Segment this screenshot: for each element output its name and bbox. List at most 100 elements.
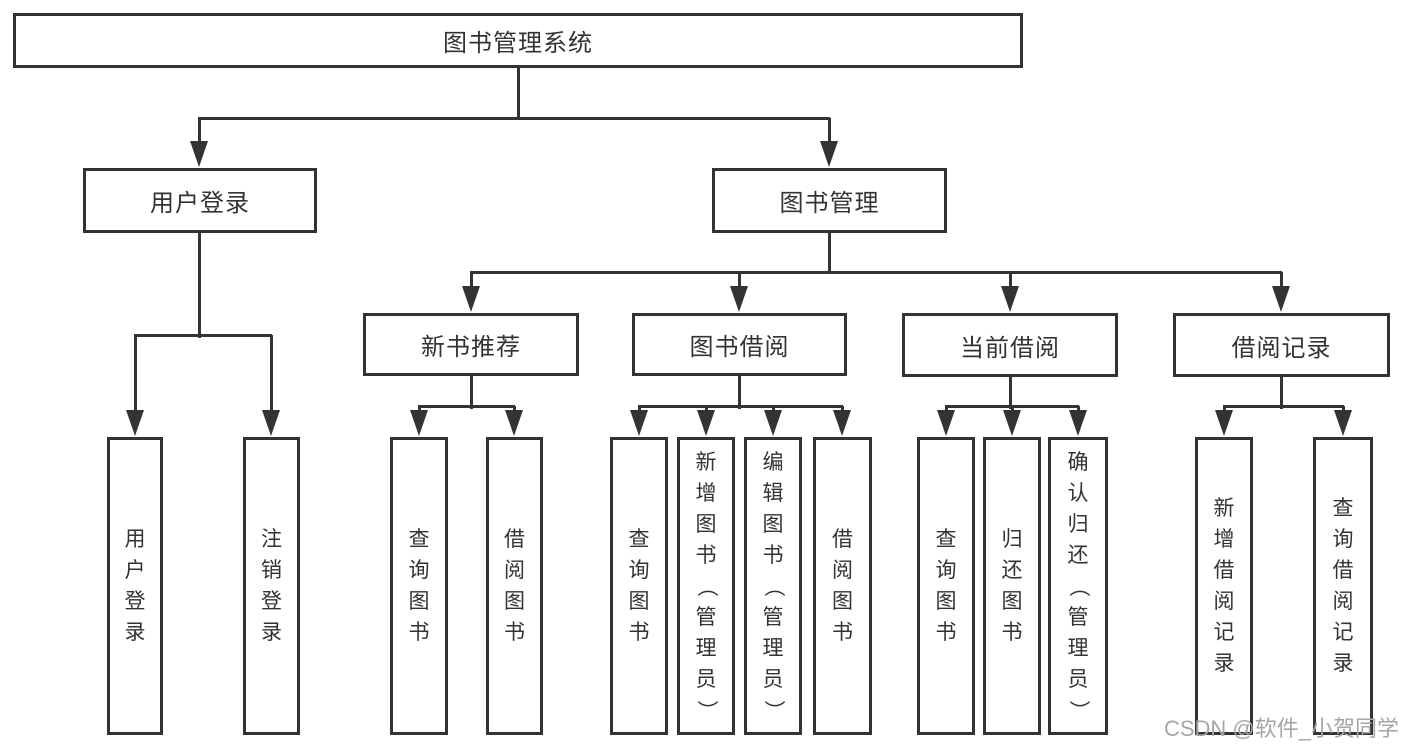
connector-line xyxy=(828,233,831,274)
arrow-down-icon xyxy=(764,410,782,436)
connector-line xyxy=(828,118,831,146)
label-char: 注 xyxy=(261,528,282,551)
node-label: 编辑图书（管理员） xyxy=(762,447,785,726)
arrow-down-icon xyxy=(697,410,715,436)
connector-line xyxy=(1280,376,1283,409)
connector-line xyxy=(134,334,272,337)
node-rec-query: 查询图书 xyxy=(390,437,448,735)
connector-line xyxy=(134,335,137,416)
node-label: 查询图书 xyxy=(629,524,650,648)
label-char: 理 xyxy=(762,636,784,660)
arrow-down-icon xyxy=(1069,410,1087,436)
label-char: 用 xyxy=(124,528,146,551)
label-char: 理 xyxy=(695,636,717,660)
arrow-down-icon xyxy=(190,141,208,167)
label-char: 编 xyxy=(762,450,784,474)
node-label: 用户登录 xyxy=(125,524,146,648)
label-char: 还 xyxy=(1067,543,1089,567)
arrow-down-icon xyxy=(1001,286,1019,312)
label-char: 录 xyxy=(124,621,146,644)
label-char: 还 xyxy=(1001,559,1023,582)
label-char: 查 xyxy=(1332,497,1354,520)
watermark-text: CSDN @软件_小贺同学 xyxy=(1163,716,1399,741)
label-char: 记 xyxy=(1332,621,1354,644)
node-label: 查询借阅记录 xyxy=(1333,493,1354,679)
arrow-down-icon xyxy=(1334,410,1352,436)
label-char: 询 xyxy=(1332,528,1354,551)
label-char: 阅 xyxy=(1213,590,1235,613)
arrow-down-icon xyxy=(820,141,838,167)
node-label: 用户登录 xyxy=(150,190,250,217)
label-char: 阅 xyxy=(832,559,853,582)
label-char: 借 xyxy=(1213,559,1235,582)
label-char: 图 xyxy=(695,512,717,536)
label-char: 记 xyxy=(1213,621,1235,644)
label-char: 管 xyxy=(695,605,717,629)
label-char: 增 xyxy=(1213,528,1235,551)
label-char: 图 xyxy=(408,590,430,613)
node-label: 归还图书 xyxy=(1002,524,1023,648)
label-char: 书 xyxy=(832,621,853,644)
node-bor-borrow: 借阅图书 xyxy=(813,437,872,735)
label-char: 新 xyxy=(1213,497,1235,520)
arrow-down-icon xyxy=(730,286,748,312)
node-current: 当前借阅 xyxy=(902,313,1118,377)
connector-line xyxy=(198,233,201,338)
connector-line xyxy=(1223,405,1344,408)
connector-line xyxy=(470,271,1282,274)
connector-line xyxy=(418,405,515,408)
label-char: 书 xyxy=(504,621,525,644)
label-char: ） xyxy=(694,699,718,721)
connector-line xyxy=(945,405,1079,408)
label-char: 询 xyxy=(628,559,650,582)
label-char: 查 xyxy=(408,528,430,551)
node-label: 注销登录 xyxy=(261,524,282,648)
node-label: 新增借阅记录 xyxy=(1214,493,1235,679)
node-label: 新增图书（管理员） xyxy=(695,447,718,726)
label-char: 录 xyxy=(261,621,282,644)
arrow-down-icon xyxy=(126,410,144,436)
node-cur-return: 归还图书 xyxy=(983,437,1041,735)
arrow-down-icon xyxy=(1215,410,1233,436)
label-char: 书 xyxy=(935,621,957,644)
label-char: 书 xyxy=(762,543,784,567)
connector-line xyxy=(470,272,473,292)
label-char: 员 xyxy=(695,667,717,691)
connector-line xyxy=(738,272,741,292)
label-char: 借 xyxy=(1332,559,1354,582)
node-label: 借阅图书 xyxy=(504,524,525,648)
label-char: 借 xyxy=(832,528,853,551)
node-login: 用户登录 xyxy=(83,168,317,233)
connector-line xyxy=(198,117,830,120)
node-label: 新书推荐 xyxy=(421,334,521,361)
label-char: 管 xyxy=(1067,605,1089,629)
node-record-query: 查询借阅记录 xyxy=(1313,437,1373,735)
node-label: 确认归还（管理员） xyxy=(1067,447,1090,726)
node-record: 借阅记录 xyxy=(1173,313,1390,377)
connector-line xyxy=(1009,272,1012,292)
node-borrow: 图书借阅 xyxy=(632,313,847,376)
connector-line xyxy=(270,335,273,416)
label-char: 确 xyxy=(1067,450,1089,474)
node-label: 查询图书 xyxy=(936,524,957,648)
label-char: 书 xyxy=(695,543,717,567)
node-cur-confirm: 确认归还（管理员） xyxy=(1048,437,1108,735)
label-char: 员 xyxy=(762,667,784,691)
node-label: 查询图书 xyxy=(409,524,430,648)
connector-line xyxy=(470,376,473,409)
node-user-login: 用户登录 xyxy=(107,437,163,735)
label-char: 书 xyxy=(1001,621,1023,644)
node-root: 图书管理系统 xyxy=(13,13,1023,68)
label-char: 图 xyxy=(628,590,650,613)
label-char: 管 xyxy=(762,605,784,629)
label-char: 录 xyxy=(1332,652,1354,675)
connector-line xyxy=(198,118,201,146)
arrow-down-icon xyxy=(262,410,280,436)
label-char: 理 xyxy=(1067,636,1089,660)
label-char: 书 xyxy=(628,621,650,644)
node-label: 图书管理 xyxy=(779,190,880,217)
label-char: 询 xyxy=(408,559,430,582)
arrow-down-icon xyxy=(1272,286,1290,312)
label-char: （ xyxy=(694,575,718,597)
